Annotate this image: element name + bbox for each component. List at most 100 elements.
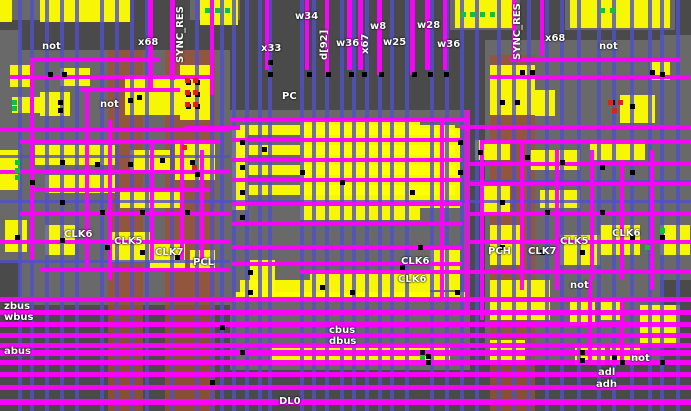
- metal-horizontal: [470, 182, 691, 186]
- label-clk6-mid: CLK6: [401, 256, 430, 267]
- contact: [426, 360, 431, 365]
- contact: [630, 170, 635, 175]
- diffusion: [40, 92, 70, 116]
- metal-vertical: [305, 0, 309, 70]
- metal-vertical: [410, 0, 415, 75]
- metal-vertical: [148, 0, 153, 90]
- label-pcl: PCL: [193, 257, 215, 268]
- contact: [210, 380, 215, 385]
- metal-vertical: [620, 160, 624, 280]
- label-x68-right: x68: [545, 33, 566, 44]
- via: [193, 78, 198, 83]
- contact: [240, 140, 245, 145]
- label-x33: x33: [261, 43, 282, 54]
- metal-vertical: [325, 0, 329, 75]
- metal-vertical: [425, 0, 430, 70]
- metal-vertical: [377, 0, 382, 75]
- contact: [379, 72, 384, 77]
- contact: [268, 72, 273, 77]
- contact: [307, 72, 312, 77]
- pad: [490, 12, 495, 17]
- label-dl0: DL0: [279, 396, 301, 407]
- metal-vertical: [108, 120, 112, 280]
- contact: [500, 245, 505, 250]
- contact: [340, 180, 345, 185]
- pad: [600, 8, 605, 13]
- metal-vertical: [180, 140, 184, 260]
- contact: [220, 325, 225, 330]
- metal-vertical: [650, 150, 654, 290]
- label-w28: w28: [417, 20, 441, 31]
- poly-run: [0, 155, 230, 158]
- metal-horizontal: [0, 399, 691, 405]
- metal-vertical: [358, 0, 363, 70]
- poly-line: [630, 0, 634, 411]
- label-clk6-mid-2: CLK6: [398, 274, 427, 285]
- metal-horizontal: [490, 75, 690, 79]
- metal-vertical: [170, 0, 175, 80]
- label-x68-left: x68: [138, 37, 159, 48]
- poly-line: [512, 0, 516, 411]
- metal-horizontal: [0, 128, 230, 132]
- contact: [660, 360, 665, 365]
- pad: [480, 12, 485, 17]
- metal-vertical: [200, 150, 204, 260]
- contact: [426, 354, 431, 359]
- contact: [268, 60, 273, 65]
- metal-horizontal: [470, 212, 691, 216]
- contact: [320, 285, 325, 290]
- poly-run: [0, 260, 230, 263]
- metal-horizontal: [232, 158, 462, 162]
- contact: [140, 210, 145, 215]
- contact: [128, 98, 133, 103]
- metal-horizontal: [0, 372, 691, 377]
- poly-line: [577, 0, 581, 411]
- contact: [195, 172, 200, 177]
- contact: [248, 270, 253, 275]
- label-not-left: not: [42, 41, 61, 52]
- label-pch: PCH: [488, 246, 512, 257]
- via: [185, 78, 190, 83]
- poly-line: [497, 0, 501, 411]
- poly-line: [145, 0, 149, 411]
- metal-vertical: [440, 120, 444, 300]
- contact: [58, 108, 63, 113]
- contact: [95, 162, 100, 167]
- contact: [362, 72, 367, 77]
- diffusion: [570, 0, 670, 28]
- label-clk5-right: CLK5: [560, 236, 589, 247]
- poly-line: [560, 0, 564, 411]
- poly-line: [115, 0, 119, 411]
- metal-vertical: [443, 0, 447, 70]
- poly-line: [676, 0, 680, 411]
- contact: [350, 290, 355, 295]
- contact: [612, 355, 617, 360]
- label-abus: abus: [4, 346, 31, 357]
- contact: [650, 70, 655, 75]
- label-not-left-2: not: [100, 99, 119, 110]
- pad: [461, 12, 466, 17]
- contact: [580, 358, 585, 363]
- contact: [600, 165, 605, 170]
- contact: [458, 170, 463, 175]
- contact: [30, 180, 35, 185]
- contact: [326, 72, 331, 77]
- pad: [15, 168, 20, 173]
- contact: [630, 235, 635, 240]
- metal-horizontal: [40, 268, 230, 272]
- label-dbus: dbus: [329, 336, 357, 347]
- poly-line: [527, 0, 531, 411]
- metal-horizontal: [0, 170, 230, 174]
- label-x67: x67: [360, 33, 371, 54]
- metal-vertical: [480, 140, 484, 320]
- contact: [418, 245, 423, 250]
- metal-horizontal: [510, 58, 680, 62]
- poly-line: [660, 0, 664, 411]
- contact: [660, 72, 665, 77]
- label-adl: adl: [598, 367, 616, 378]
- contact: [580, 350, 585, 355]
- via: [185, 102, 190, 107]
- pad: [225, 8, 230, 13]
